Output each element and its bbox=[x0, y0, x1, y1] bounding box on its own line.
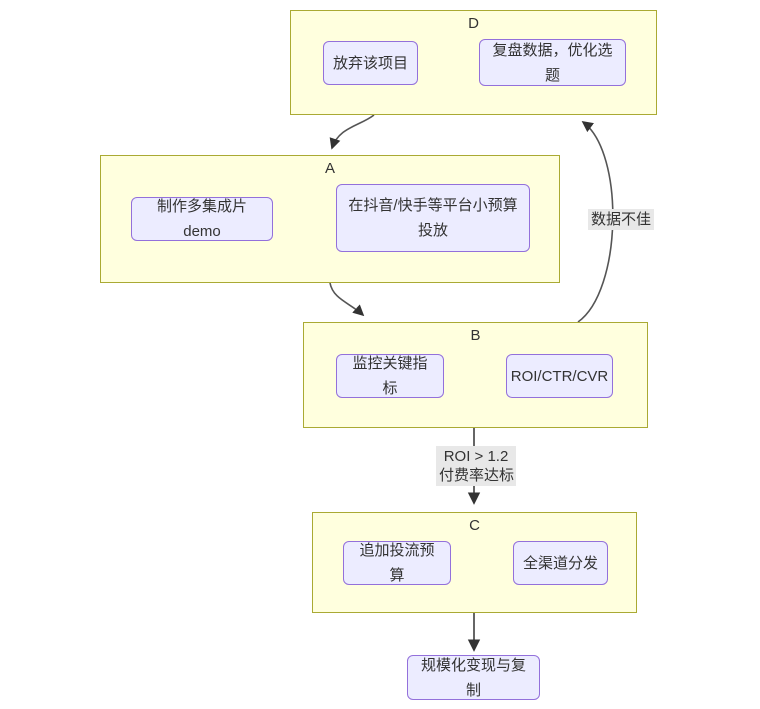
node-make-demo: 制作多集成片demo bbox=[131, 197, 273, 241]
node-roi-ctr-cvr: ROI/CTR/CVR bbox=[506, 354, 613, 398]
subgraph-C: C 追加投流预算 全渠道分发 bbox=[312, 512, 637, 613]
edge-label-roi-line1: ROI > 1.2 bbox=[443, 448, 509, 465]
subgraph-A: A 制作多集成片demo 在抖音/快手等平台小预算投放 bbox=[100, 155, 560, 283]
subgraph-C-label: C bbox=[469, 517, 480, 534]
edge-label-data-bad: 数据不佳 bbox=[588, 209, 655, 230]
subgraph-B: B 监控关键指标 ROI/CTR/CVR bbox=[303, 322, 648, 428]
subgraph-B-label: B bbox=[470, 327, 481, 344]
node-review-data-optimize-topic: 复盘数据，优化选题 bbox=[479, 39, 626, 86]
subgraph-D-label: D bbox=[468, 15, 479, 32]
node-omnichannel-distribution: 全渠道分发 bbox=[513, 541, 608, 585]
node-small-budget-ads: 在抖音/快手等平台小预算投放 bbox=[336, 184, 530, 252]
edge-d-to-a bbox=[329, 114, 375, 150]
edge-label-roi-line2: 付费率达标 bbox=[439, 467, 515, 484]
node-scale-monetize-replicate: 规模化变现与复制 bbox=[407, 655, 540, 700]
edge-a-to-b bbox=[329, 282, 365, 317]
node-increase-ad-budget: 追加投流预算 bbox=[343, 541, 451, 585]
node-monitor-key-metrics: 监控关键指标 bbox=[336, 354, 444, 398]
subgraph-A-label: A bbox=[324, 160, 335, 177]
edge-label-data-bad-text: 数据不佳 bbox=[591, 211, 652, 228]
node-abandon-project: 放弃该项目 bbox=[323, 41, 418, 85]
subgraph-D: D 放弃该项目 复盘数据，优化选题 bbox=[290, 10, 657, 115]
edge-label-roi: ROI > 1.2 付费率达标 bbox=[436, 446, 516, 486]
